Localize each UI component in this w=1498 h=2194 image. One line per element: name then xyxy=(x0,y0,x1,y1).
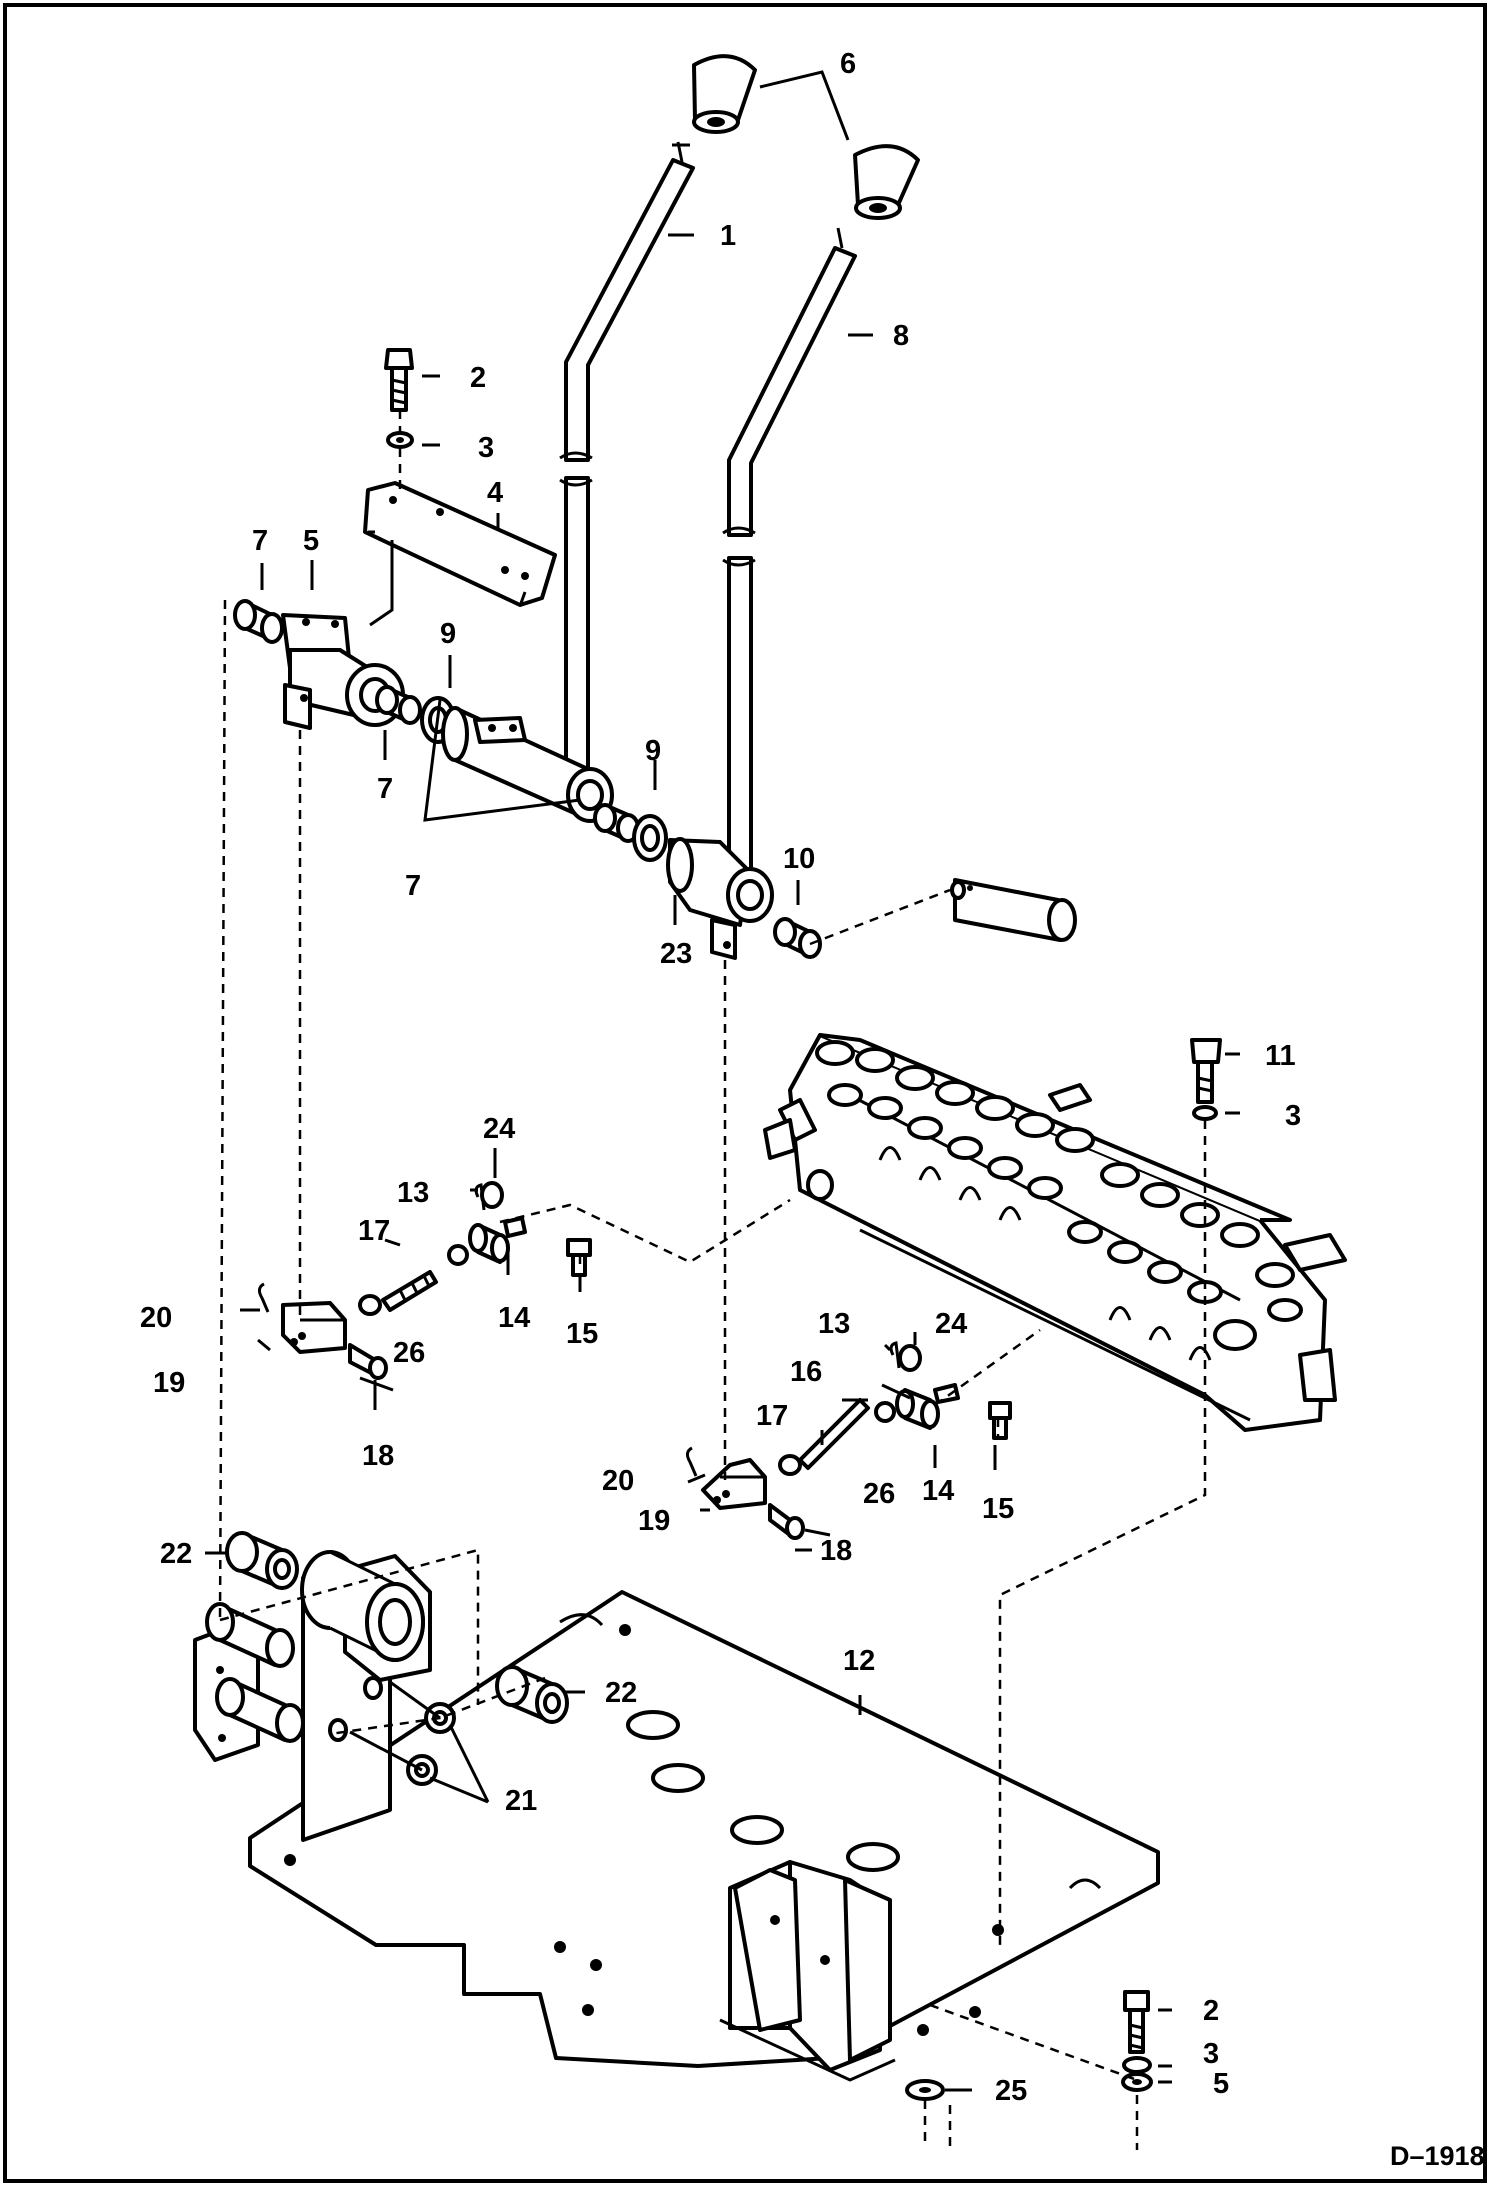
callout-24-a: 24 xyxy=(483,1113,515,1145)
callout-10: 10 xyxy=(783,843,815,875)
knob-right xyxy=(853,144,920,220)
washer-3-mid xyxy=(1192,1105,1218,1121)
bolt-11 xyxy=(1190,1038,1222,1104)
bushing-7a xyxy=(233,599,284,644)
leader-lines xyxy=(205,70,1240,2092)
nut-25 xyxy=(905,2079,945,2101)
callout-22-a: 22 xyxy=(160,1538,192,1570)
pivot-pin xyxy=(950,878,1077,942)
plate-bracket xyxy=(719,1860,896,2082)
callout-25: 25 xyxy=(995,2075,1027,2107)
callout-20-a: 20 xyxy=(140,1302,172,1334)
callout-13-a: 13 xyxy=(397,1177,429,1209)
callout-19-a: 19 xyxy=(153,1367,185,1399)
callout-7-a: 7 xyxy=(252,525,268,557)
callout-26-b: 26 xyxy=(863,1478,895,1510)
lever-mount-23 xyxy=(666,837,774,960)
callout-4: 4 xyxy=(487,477,503,509)
callout-2-top: 2 xyxy=(470,362,486,394)
washer-3-bottom xyxy=(1122,2056,1152,2074)
callout-21: 21 xyxy=(505,1785,537,1817)
callout-3-bottom: 3 xyxy=(1203,2038,1219,2070)
base-plate xyxy=(248,1590,1160,2068)
bolt-2-top xyxy=(384,348,414,412)
washers-21 xyxy=(349,1680,456,1786)
callout-14-a: 14 xyxy=(498,1302,530,1334)
pivot-support xyxy=(300,1550,432,1842)
callout-15-b: 15 xyxy=(982,1493,1014,1525)
lever-mount-5 xyxy=(281,613,405,730)
callout-18-b: 18 xyxy=(820,1535,852,1567)
callout-26-a: 26 xyxy=(393,1337,425,1369)
callout-3-top: 3 xyxy=(478,432,494,464)
pivot-shaft xyxy=(193,1602,305,1762)
knob-left xyxy=(692,54,757,134)
callout-24-b: 24 xyxy=(935,1308,967,1340)
callout-11: 11 xyxy=(1265,1040,1296,1072)
callout-5-top: 5 xyxy=(303,525,319,557)
callout-16: 16 xyxy=(790,1356,822,1388)
callout-5-bottom: 5 xyxy=(1213,2068,1229,2100)
callout-9-b: 9 xyxy=(645,735,661,767)
left-handle xyxy=(559,141,695,787)
washer-3-top xyxy=(386,431,414,449)
plate-4 xyxy=(363,481,557,607)
callout-1: 1 xyxy=(720,220,736,252)
callout-2-bottom: 2 xyxy=(1203,1995,1219,2027)
linkage-right xyxy=(685,1341,1012,1540)
callout-8: 8 xyxy=(893,320,909,352)
callout-15-a: 15 xyxy=(566,1318,598,1350)
bushing-10 xyxy=(773,917,822,959)
linkage-left xyxy=(257,1181,592,1380)
callout-22-b: 22 xyxy=(605,1677,637,1709)
callout-7-c: 7 xyxy=(405,870,421,902)
callout-13-b: 13 xyxy=(818,1308,850,1340)
callout-23: 23 xyxy=(660,938,692,970)
callout-7-b: 7 xyxy=(377,773,393,805)
bushing-7b xyxy=(375,685,422,725)
callout-20-b: 20 xyxy=(602,1465,634,1497)
callout-19-b: 19 xyxy=(638,1505,670,1537)
callout-9-a: 9 xyxy=(440,618,456,650)
bushing-7c xyxy=(593,803,640,843)
bushing-22-right xyxy=(495,1665,569,1724)
callout-14-b: 14 xyxy=(922,1475,954,1507)
callout-17-a: 17 xyxy=(358,1215,390,1247)
assembly-lines xyxy=(218,410,1207,2150)
bolt-2-bottom xyxy=(1123,1990,1150,2054)
callout-17-b: 17 xyxy=(756,1400,788,1432)
control-valve xyxy=(763,1033,1347,1432)
washer-9b xyxy=(632,814,668,862)
right-handle xyxy=(722,227,857,882)
callout-6: 6 xyxy=(840,48,856,80)
callout-3-mid: 3 xyxy=(1285,1100,1301,1132)
callout-18-a: 18 xyxy=(362,1440,394,1472)
callout-labels: 6 1 8 2 3 4 5 7 9 7 7 9 10 23 11 3 24 13… xyxy=(140,48,1485,2171)
callout-12: 12 xyxy=(843,1645,875,1677)
bushing-22-left xyxy=(225,1531,299,1590)
drawing-code: D–1918 xyxy=(1390,2141,1485,2171)
drawing-border xyxy=(3,3,1487,2183)
